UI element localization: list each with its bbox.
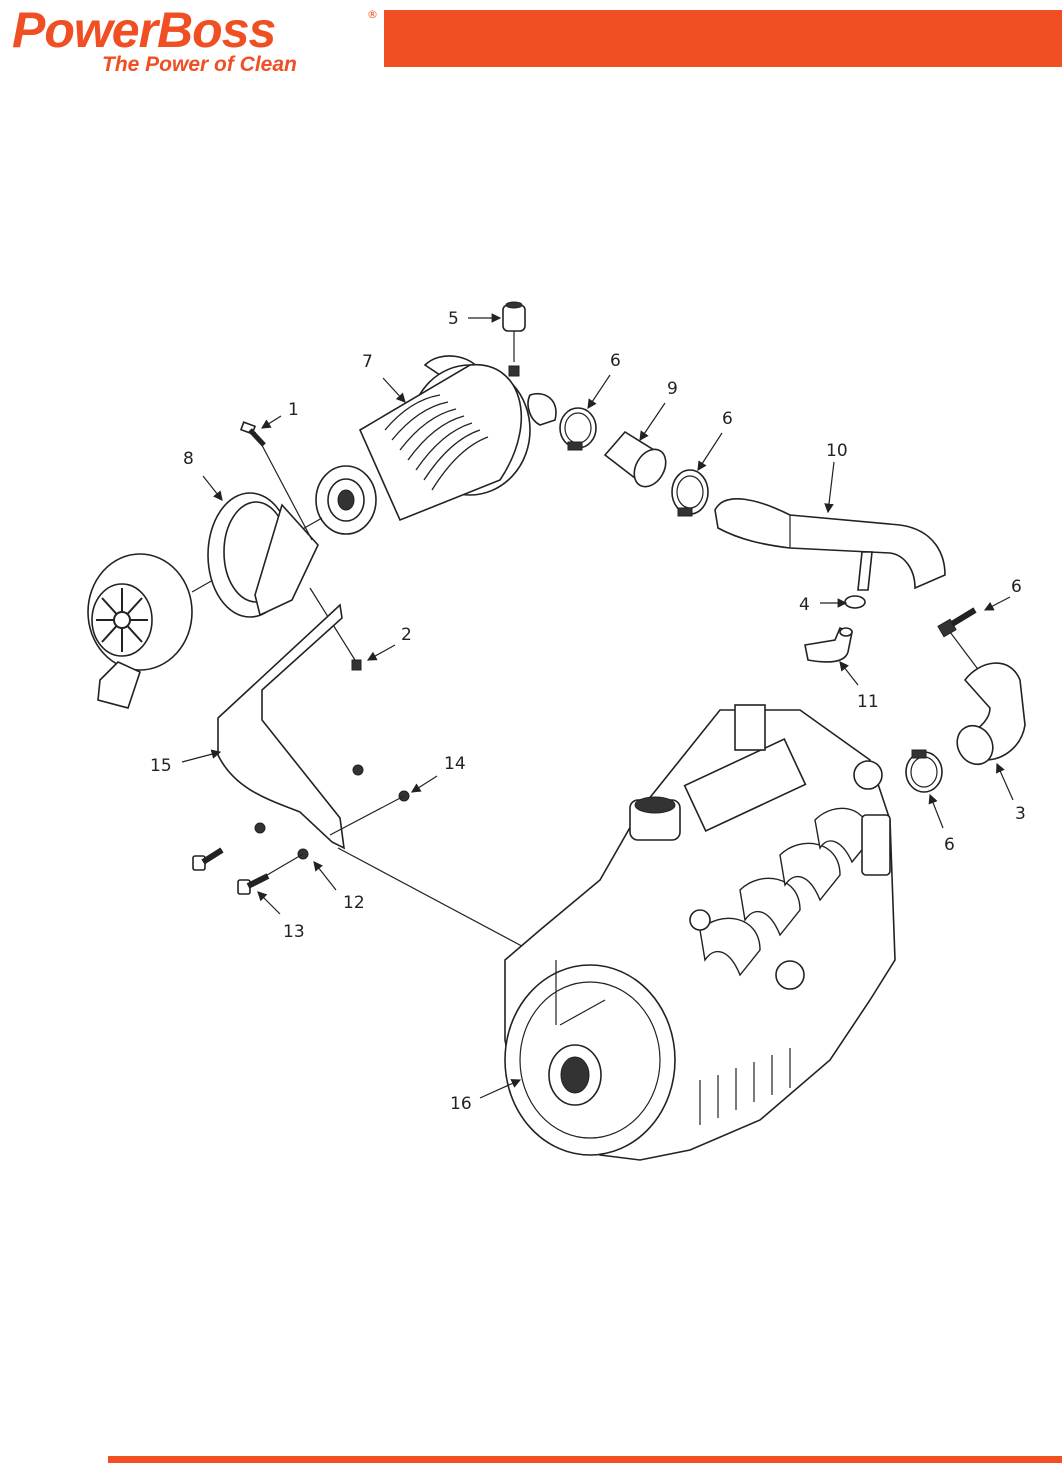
brand-tagline: The Power of Clean [102, 53, 297, 76]
footer-bar [108, 1456, 1062, 1463]
elbow-part-11 [804, 627, 853, 663]
callout-3: 3 [1015, 804, 1026, 824]
clip-part-4 [844, 595, 866, 609]
callout-11: 11 [857, 692, 879, 712]
bolt-part-1 [239, 421, 266, 447]
hose-clamp-part-6-d [905, 749, 943, 793]
bracket-part-15 [217, 603, 549, 961]
callout-1: 1 [288, 400, 299, 420]
callout-13: 13 [283, 922, 305, 942]
callout-6-c: 6 [1011, 577, 1022, 597]
fitting-part-6-c [937, 607, 981, 673]
callout-8: 8 [183, 449, 194, 469]
callout-7: 7 [362, 352, 373, 372]
callout-2: 2 [401, 625, 412, 645]
callout-12: 12 [343, 893, 365, 913]
callout-6-a: 6 [610, 351, 621, 371]
brand-name: PowerBoss [12, 2, 276, 58]
engine-part-16 [504, 704, 896, 1161]
intake-tube-part-10 [714, 498, 946, 591]
callout-9: 9 [667, 379, 678, 399]
bolt-part-13 [192, 847, 270, 895]
hose-part-9 [603, 430, 667, 488]
callout-6-b: 6 [722, 409, 733, 429]
hose-clamp-part-6-b [671, 469, 709, 517]
callout-6-d: 6 [944, 835, 955, 855]
registered-mark: ® [367, 8, 378, 21]
callout-14: 14 [444, 754, 466, 774]
brand-logo: PowerBoss ® The Power of Clean [12, 4, 382, 76]
air-cleaner-end-cap [87, 517, 323, 709]
callout-10: 10 [826, 441, 848, 461]
air-cleaner-part-7 [315, 355, 557, 535]
leader-lines [181, 313, 1014, 1099]
washer-part-12 [261, 848, 309, 879]
cap-part-5 [502, 301, 526, 377]
mounting-band-part-8 [207, 431, 319, 618]
washer-part-14 [329, 790, 410, 836]
callout-5: 5 [448, 309, 459, 329]
callout-15: 15 [150, 756, 172, 776]
callout-16: 16 [450, 1094, 472, 1114]
header-bar [384, 10, 1062, 67]
hose-clamp-part-6-a [559, 407, 597, 451]
callout-4: 4 [799, 595, 810, 615]
elbow-hose-part-3 [956, 662, 1026, 766]
